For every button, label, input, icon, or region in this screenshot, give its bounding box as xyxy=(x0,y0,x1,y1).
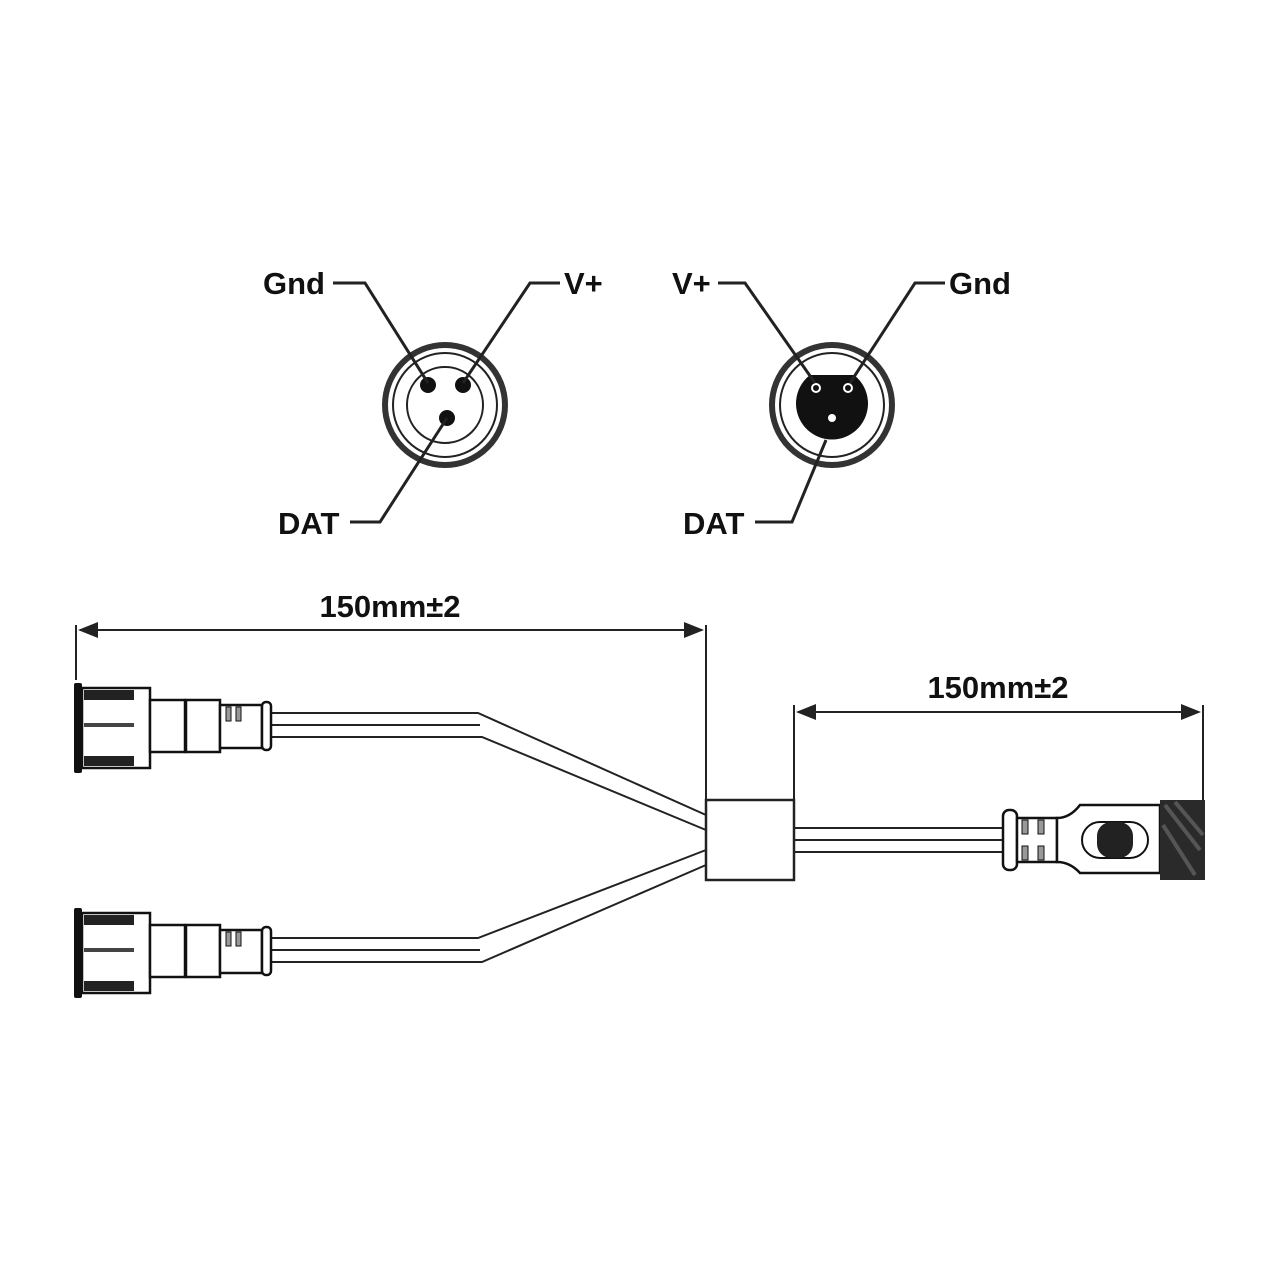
left-dimension-line xyxy=(75,622,707,800)
cable-main xyxy=(794,827,1005,853)
left-length-label: 150mm±2 xyxy=(319,589,460,624)
male-connector xyxy=(1001,800,1205,880)
female-connector-bottom xyxy=(72,906,273,1000)
splitter-block xyxy=(704,798,796,882)
right-dat-label: DAT xyxy=(683,506,744,541)
right-dimension-line xyxy=(793,704,1204,800)
left-vplus-label: V+ xyxy=(564,266,603,301)
right-vplus-label: V+ xyxy=(672,266,711,301)
right-gnd-label: Gnd xyxy=(949,266,1011,301)
right-length-label: 150mm±2 xyxy=(927,670,1068,705)
left-pinout-face xyxy=(333,281,560,524)
female-connector-top xyxy=(74,683,273,773)
cable-top-branch xyxy=(270,712,707,831)
left-gnd-label: Gnd xyxy=(263,266,325,301)
cable-bottom-branch xyxy=(270,849,707,963)
left-dat-label: DAT xyxy=(278,506,339,541)
right-pinout-face xyxy=(718,281,945,524)
